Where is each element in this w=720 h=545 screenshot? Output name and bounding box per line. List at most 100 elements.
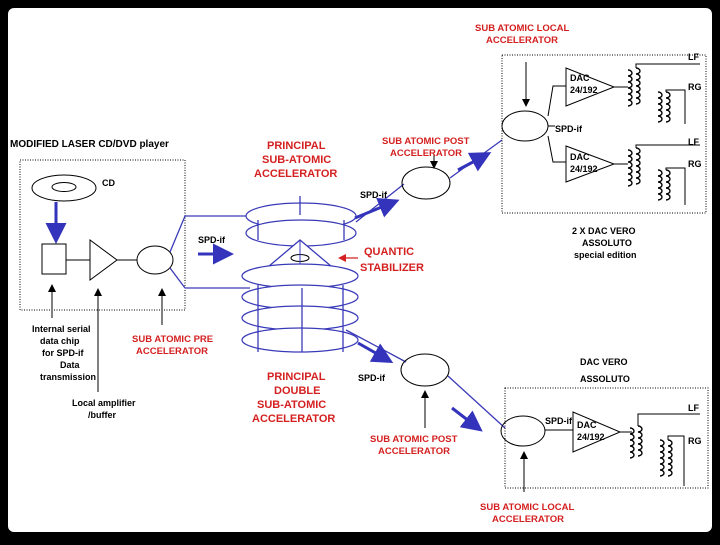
amplifier-triangle [89, 239, 118, 281]
svg-text:SUB ATOMIC PRE: SUB ATOMIC PRE [132, 334, 213, 345]
svg-text:LF: LF [688, 52, 699, 62]
lower-wire-out [447, 375, 506, 429]
svg-text:RG: RG [688, 159, 702, 169]
svg-text:24/192: 24/192 [570, 85, 598, 95]
svg-text:ACCELERATOR: ACCELERATOR [136, 346, 208, 357]
svg-text:RG: RG [688, 436, 702, 446]
svg-text:SUB-ATOMIC: SUB-ATOMIC [257, 399, 326, 411]
svg-text:DAC: DAC [570, 73, 590, 83]
upper-post-accelerator [401, 166, 451, 200]
svg-text:24/192: 24/192 [577, 432, 605, 442]
lower-dac-triangle [572, 411, 622, 453]
lower-dac-caption: DAC VERO ASSOLUTO [580, 357, 630, 384]
svg-text:LF: LF [688, 137, 699, 147]
upper-out-arrow [457, 152, 492, 172]
transformer-coil [627, 69, 633, 107]
svg-text:QUANTIC: QUANTIC [364, 246, 414, 258]
transformer-coil [635, 147, 641, 185]
svg-text:SUB ATOMIC LOCAL: SUB ATOMIC LOCAL [475, 23, 569, 34]
upper-output-labels: LF RG LF RG [688, 52, 702, 169]
output-wire [635, 63, 700, 68]
dac2-label: DAC 24/192 [570, 152, 598, 174]
output-wire [665, 89, 686, 124]
transformer-coil [657, 169, 663, 201]
svg-text:24/192: 24/192 [570, 164, 598, 174]
stabilizer-label: QUANTIC STABILIZER [360, 246, 424, 274]
svg-text:ASSOLUTO: ASSOLUTO [582, 238, 632, 248]
cd-disc-icon [31, 174, 97, 202]
output-wire [665, 167, 686, 205]
principal-double-accelerator [241, 263, 359, 353]
output-wire [635, 144, 700, 148]
lower-spdif-label: SPD-if [358, 373, 386, 383]
svg-text:2 X DAC VERO: 2 X DAC VERO [572, 226, 636, 236]
svg-text:ACCELERATOR: ACCELERATOR [252, 413, 335, 425]
svg-text:data chip: data chip [40, 336, 80, 346]
svg-text:SUB ATOMIC POST: SUB ATOMIC POST [370, 434, 458, 445]
svg-text:DAC: DAC [577, 420, 597, 430]
svg-text:Data: Data [60, 360, 81, 370]
lower-box-spdif-label: SPD-if [545, 416, 573, 426]
principal-accelerator [245, 196, 357, 247]
transformer-coil [665, 169, 671, 201]
svg-text:ACCELERATOR: ACCELERATOR [492, 514, 564, 525]
svg-text:for SPD-if: for SPD-if [42, 348, 85, 358]
dac1-feed [547, 85, 566, 117]
cd-label: CD [102, 178, 115, 188]
svg-text:/buffer: /buffer [88, 410, 116, 420]
transformer-coil [637, 425, 643, 457]
svg-text:ACCELERATOR: ACCELERATOR [254, 168, 337, 180]
lower-out-arrow [451, 406, 483, 432]
transformer-coil [635, 67, 641, 105]
svg-text:ASSOLUTO: ASSOLUTO [580, 374, 630, 384]
transformer-coil [629, 427, 635, 459]
transformer-coil [659, 439, 665, 477]
svg-text:ACCELERATOR: ACCELERATOR [486, 35, 558, 46]
svg-text:ACCELERATOR: ACCELERATOR [378, 446, 450, 457]
amp-label: Local amplifier /buffer [72, 398, 136, 420]
lower-post-accelerator [400, 353, 450, 387]
output-transformers [627, 63, 700, 486]
svg-text:STABILIZER: STABILIZER [360, 262, 424, 274]
wire-to-double [169, 267, 250, 289]
output-wire [637, 413, 700, 426]
dac2-feed [547, 135, 566, 163]
svg-text:DAC VERO: DAC VERO [580, 357, 628, 367]
transformer-coil [657, 91, 663, 123]
lower-output-labels: LF RG [688, 403, 702, 446]
lower-dac-label: DAC 24/192 [577, 420, 605, 442]
pre-accel-label: SUB ATOMIC PRE ACCELERATOR [132, 334, 213, 357]
player-spdif-label: SPD-if [198, 235, 226, 245]
svg-text:ACCELERATOR: ACCELERATOR [390, 148, 462, 159]
lower-local-label: SUB ATOMIC LOCAL ACCELERATOR [480, 502, 574, 525]
chip-label: Internal serial data chip for SPD-if Dat… [32, 324, 96, 382]
svg-text:Local amplifier: Local amplifier [72, 398, 136, 408]
svg-text:SUB ATOMIC LOCAL: SUB ATOMIC LOCAL [480, 502, 574, 513]
svg-text:transmission: transmission [40, 372, 96, 382]
svg-text:PRINCIPAL: PRINCIPAL [267, 140, 326, 152]
single-dac-box [504, 387, 709, 489]
upper-spdif-label: SPD-if [360, 190, 388, 200]
output-wire [667, 435, 685, 486]
dac2-triangle [565, 145, 616, 183]
svg-text:Internal serial: Internal serial [32, 324, 91, 334]
lower-local-accelerator [500, 415, 546, 447]
wire-to-principal [169, 215, 250, 253]
transformer-coil [627, 149, 633, 187]
dac1-label: DAC 24/192 [570, 73, 598, 95]
svg-text:LF: LF [688, 403, 699, 413]
dual-dac-caption: 2 X DAC VERO ASSOLUTO special edition [572, 226, 637, 260]
principal-double-title: PRINCIPAL DOUBLE SUB-ATOMIC ACCELERATOR [252, 371, 335, 425]
svg-text:DOUBLE: DOUBLE [274, 385, 320, 397]
lower-post-label: SUB ATOMIC POST ACCELERATOR [370, 434, 458, 457]
svg-text:PRINCIPAL: PRINCIPAL [267, 371, 326, 383]
upper-box-spdif-label: SPD-if [555, 124, 583, 134]
svg-text:special edition: special edition [574, 250, 637, 260]
transformer-coil [667, 439, 673, 477]
player-box [19, 159, 186, 311]
upper-local-label: SUB ATOMIC LOCAL ACCELERATOR [475, 23, 569, 46]
pre-accelerator [136, 245, 174, 275]
svg-text:DAC: DAC [570, 152, 590, 162]
